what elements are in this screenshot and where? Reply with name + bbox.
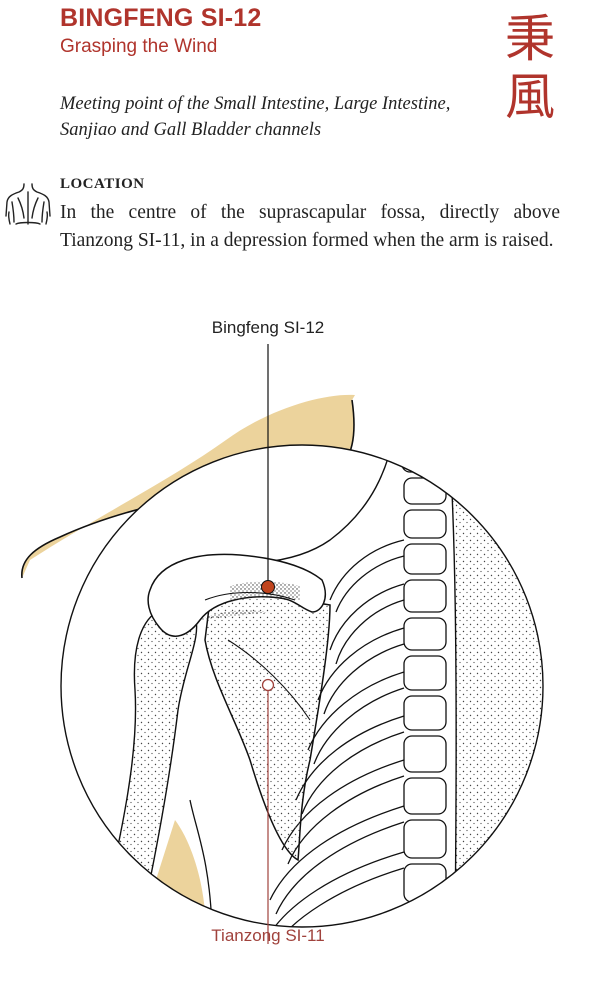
bingfeng-point-label: Bingfeng SI-12 bbox=[211, 318, 325, 337]
spine bbox=[401, 447, 447, 903]
page-title: BINGFENG SI-12 bbox=[60, 4, 262, 32]
bingfeng-point-marker bbox=[261, 580, 275, 594]
chinese-characters: 秉 風 bbox=[498, 10, 562, 126]
location-heading: LOCATION bbox=[60, 176, 145, 192]
chinese-character-2: 風 bbox=[505, 68, 555, 126]
location-text: In the centre of the suprascapular fossa… bbox=[60, 202, 560, 251]
shoulders-back-icon bbox=[5, 183, 51, 225]
tianzong-point-label: Tianzong SI-11 bbox=[211, 926, 325, 945]
page-subtitle: Grasping the Wind bbox=[60, 36, 218, 57]
meeting-point-description: Meeting point of the Small Intestine, La… bbox=[60, 94, 451, 140]
illustration-frame bbox=[60, 444, 544, 928]
chinese-character-1: 秉 bbox=[505, 10, 555, 68]
tianzong-point-marker bbox=[261, 678, 275, 692]
ribs bbox=[265, 539, 405, 927]
